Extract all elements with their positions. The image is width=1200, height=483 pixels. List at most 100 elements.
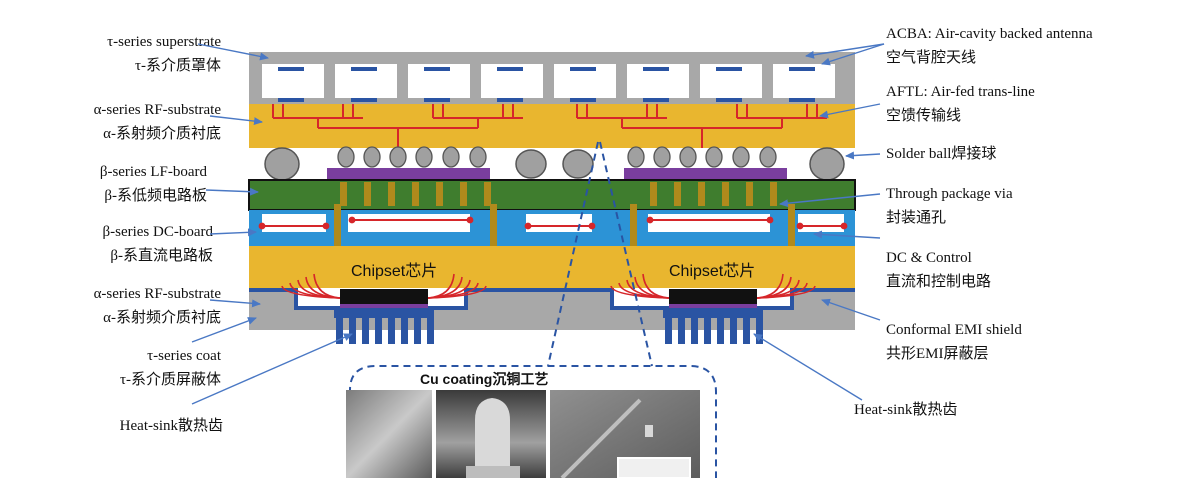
arrow-heatsink-right [753, 333, 863, 401]
solder-ball-small [389, 146, 407, 168]
fanout-wire [427, 285, 487, 299]
lf-via [460, 182, 467, 206]
arrow-acba-1 [821, 43, 885, 66]
conformal-emi-shield [249, 288, 855, 310]
fanout-wires [281, 273, 487, 299]
antenna-patch [643, 67, 669, 71]
feed-line [576, 104, 588, 118]
solder-ball-small [627, 146, 645, 168]
label-emi-zh: 共形EMI屏蔽层 [886, 345, 989, 362]
label-heatsink_left-en: Heat-sink散热齿 [120, 417, 223, 434]
dc-node [588, 222, 596, 230]
arrow-dc-control [813, 230, 881, 239]
feed-line [502, 104, 514, 118]
beta-lf-board [248, 179, 856, 211]
solder-ball-small [679, 146, 697, 168]
heat-sink-fin [756, 318, 763, 344]
heat-sink-fin [665, 318, 672, 344]
heat-sink-fin [704, 318, 711, 344]
label-solder-en: Solder ball焊接球 [886, 145, 996, 162]
through-package-via [630, 204, 637, 248]
feed-patch [497, 98, 523, 102]
label-tpv-en: Through package via [886, 186, 1013, 202]
dc-node [766, 216, 774, 224]
antenna-patch [570, 67, 596, 71]
solder-ball-small [732, 146, 750, 168]
chip-die [340, 289, 428, 304]
antenna-patch [351, 67, 377, 71]
feed-patch [570, 98, 596, 102]
arrow-solder [845, 151, 881, 160]
micrograph-3 [550, 390, 700, 480]
label-heatsink_right-en: Heat-sink散热齿 [854, 401, 957, 418]
fanout-wire [756, 285, 816, 299]
label-tau_superstrate-zh: τ-系介质罩体 [135, 57, 221, 74]
feed-patch [351, 98, 377, 102]
heat-sink-fin [743, 318, 750, 344]
arrow-aftl [819, 103, 881, 119]
chip-attach [669, 304, 757, 310]
solder-ball-small [653, 146, 671, 168]
feed-trunk [273, 117, 523, 168]
feed-trunk [577, 117, 827, 168]
dc-node [466, 216, 474, 224]
label-dc_control-zh: 直流和控制电路 [886, 273, 991, 290]
arrow-heatsink-left [191, 333, 353, 405]
feed-line [432, 104, 444, 118]
solder-ball-small [442, 146, 460, 168]
feed-patch [278, 98, 304, 102]
dc-node [796, 222, 804, 230]
dc-cavity [798, 214, 844, 232]
lf-via [412, 182, 419, 206]
lf-via [770, 182, 777, 206]
heat-sink-fin [401, 318, 408, 344]
tau-coat-layer [249, 288, 855, 330]
arrow-alpha-rf-bottom [209, 299, 261, 308]
dc-node [840, 222, 848, 230]
arrow-beta-lf [205, 187, 259, 196]
purple-pad-left [327, 168, 490, 180]
chip-die [669, 289, 757, 304]
feed-patch [643, 98, 669, 102]
through-package-via [334, 204, 341, 248]
chip-attach [340, 304, 428, 310]
dc-node [258, 222, 266, 230]
label-acba-zh: 空气背腔天线 [886, 49, 976, 66]
feed-line [646, 104, 658, 118]
lf-via [722, 182, 729, 206]
feed-line [806, 104, 818, 118]
dc-node [524, 222, 532, 230]
label-tau_coat-en: τ-series coat [147, 348, 222, 364]
solder-ball-small [415, 146, 433, 168]
lf-via [484, 182, 491, 206]
lf-via [650, 182, 657, 206]
lf-via [746, 182, 753, 206]
heat-sink-base [663, 308, 763, 318]
antenna-patch [497, 67, 523, 71]
fanout-wires [610, 273, 816, 299]
solder-ball-small [759, 146, 777, 168]
cu-coating-inset: Cu coating沉铜工艺 [346, 371, 700, 480]
feed-line [342, 104, 354, 118]
solder-ball-small [705, 146, 723, 168]
zoom-dashed-lines [349, 141, 717, 478]
dc-cavity [526, 214, 592, 232]
lf-via [364, 182, 371, 206]
lf-via [388, 182, 395, 206]
label-alpha_rf_top-en: α-series RF-substrate [94, 102, 222, 118]
dc-node [646, 216, 654, 224]
through-package-via [788, 204, 795, 248]
chipset-label-left: Chipset芯片 [351, 262, 437, 280]
fanout-wire [610, 285, 670, 299]
heat-sink-fin [717, 318, 724, 344]
heat-sink-fin [375, 318, 382, 344]
heat-sink-fin [730, 318, 737, 344]
feed-patch [716, 98, 742, 102]
solder-ball-small [363, 146, 381, 168]
label-alpha_rf_top-zh: α-系射频介质衬底 [103, 125, 221, 142]
dc-node [322, 222, 330, 230]
tau-superstrate-layer [249, 52, 855, 106]
label-tpv-zh: 封装通孔 [886, 209, 946, 226]
lf-via [340, 182, 347, 206]
